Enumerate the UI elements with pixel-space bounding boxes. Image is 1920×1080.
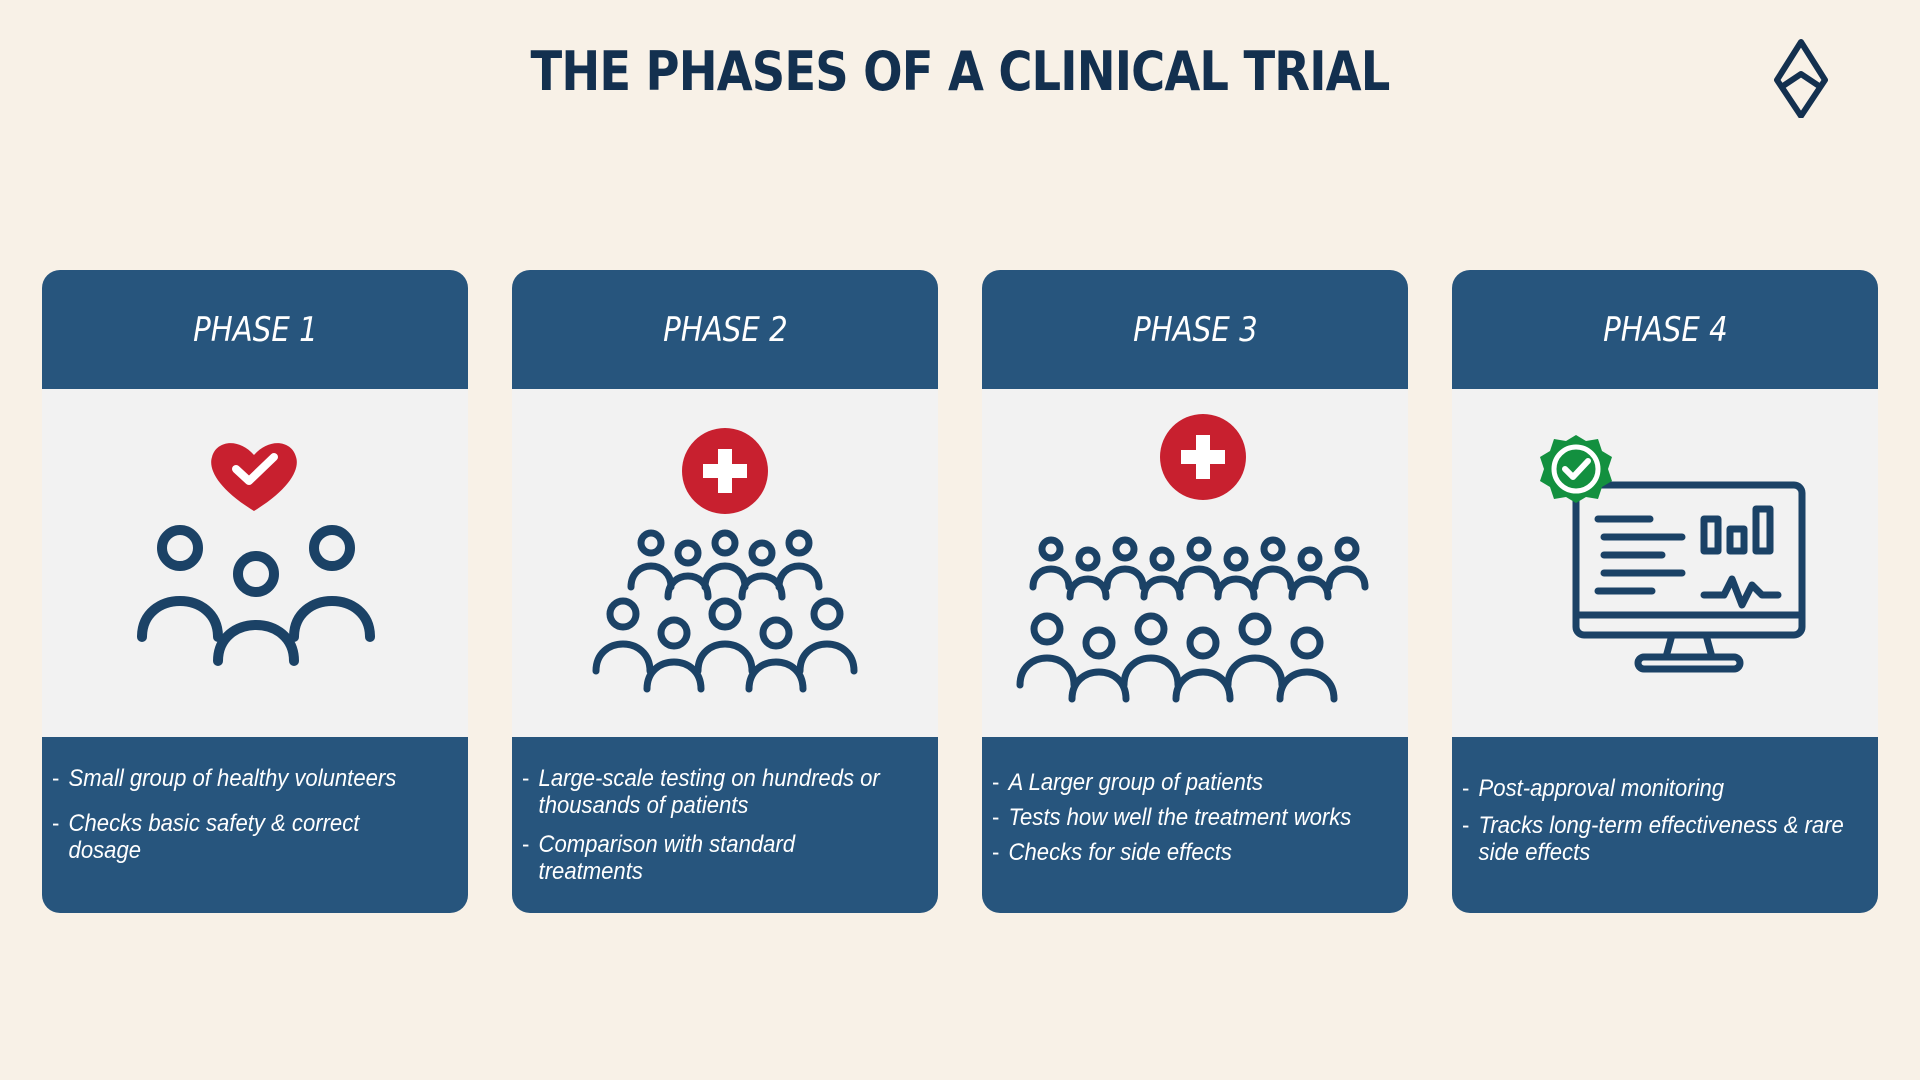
bullet-list: A Larger group of patients Tests how wel… <box>992 765 1408 866</box>
phase-title: PHASE 1 <box>192 309 318 350</box>
phase-header: PHASE 1 <box>42 270 468 389</box>
bullet-item: Tracks long-term effectiveness & rare si… <box>1462 812 1845 866</box>
heart-check-people-icon <box>137 443 375 666</box>
phase-description: Post-approval monitoring Tracks long-ter… <box>1452 737 1878 866</box>
phase-card-3: PHASE 3 <box>982 270 1408 913</box>
phase-illustration <box>982 389 1408 737</box>
bullet-item: A Larger group of patients <box>992 769 1375 796</box>
phase-title: PHASE 3 <box>1132 309 1258 350</box>
medical-cross-large-crowd-icon <box>1016 414 1369 703</box>
phase-description: Small group of healthy volunteers Checks… <box>42 737 468 864</box>
page-title: THE PHASES OF A CLINICAL TRIAL <box>530 40 1391 103</box>
medical-cross-crowd-icon <box>592 428 858 693</box>
phase-title: PHASE 4 <box>1602 309 1728 350</box>
bullet-item: Tests how well the treatment works <box>992 804 1375 831</box>
phase-header: PHASE 2 <box>512 270 938 389</box>
bullet-item: Checks for side effects <box>992 839 1375 866</box>
bullet-list: Post-approval monitoring Tracks long-ter… <box>1462 765 1878 866</box>
bullet-list: Small group of healthy volunteers Checks… <box>52 765 468 864</box>
monitor-analytics-badge-icon <box>1540 435 1806 673</box>
phase-card-2: PHASE 2 <box>512 270 938 913</box>
phase-header: PHASE 4 <box>1452 270 1878 389</box>
bullet-item: Comparison with standard treatments <box>522 831 905 885</box>
phase-card-1: PHASE 1 Small group of healthy volunteer… <box>42 270 468 913</box>
bullet-list: Large-scale testing on hundreds or thous… <box>522 765 938 885</box>
bullet-item: Small group of healthy volunteers <box>52 765 435 792</box>
phase-illustration <box>42 389 468 737</box>
phase-illustration <box>1452 389 1878 737</box>
phase-description: Large-scale testing on hundreds or thous… <box>512 737 938 885</box>
bullet-item: Checks basic safety & correct dosage <box>52 810 435 864</box>
drop-logo-icon <box>1774 39 1828 118</box>
bullet-item: Post-approval monitoring <box>1462 775 1845 802</box>
phase-description: A Larger group of patients Tests how wel… <box>982 737 1408 866</box>
phase-title: PHASE 2 <box>662 309 788 350</box>
bullet-item: Large-scale testing on hundreds or thous… <box>522 765 905 819</box>
phase-illustration <box>512 389 938 737</box>
phase-header: PHASE 3 <box>982 270 1408 389</box>
phase-card-4: PHASE 4 <box>1452 270 1878 913</box>
